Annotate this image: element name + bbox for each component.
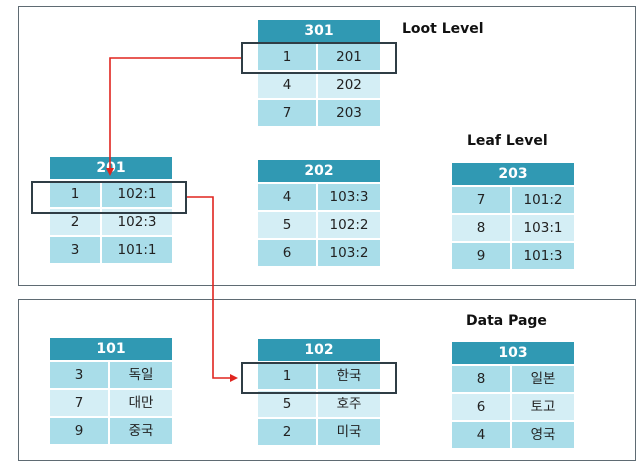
key-cell: 3 <box>50 237 102 263</box>
rid-cell: 102:2 <box>318 212 380 238</box>
highlight-data-row <box>241 362 397 394</box>
rid-cell: 101:2 <box>512 187 574 213</box>
leaf-level-label: Leaf Level <box>467 133 548 149</box>
page-title: 301 <box>258 20 380 42</box>
leaf-to-data-arrow <box>187 196 238 382</box>
key-cell: 7 <box>50 390 110 416</box>
rid-cell: 103:1 <box>512 215 574 241</box>
page-title: 103 <box>452 342 574 364</box>
page-title: 202 <box>258 160 380 182</box>
value-cell: 토고 <box>512 394 574 420</box>
highlight-leaf-row <box>31 181 187 214</box>
value-cell: 호주 <box>318 391 380 417</box>
pointer-cell: 202 <box>318 72 380 98</box>
key-cell: 9 <box>452 243 512 269</box>
key-cell: 8 <box>452 215 512 241</box>
value-cell: 대만 <box>110 390 172 416</box>
key-cell: 1 <box>258 363 318 389</box>
key-cell: 5 <box>258 391 318 417</box>
key-cell: 4 <box>258 184 318 210</box>
index-levels-frame <box>18 6 636 286</box>
key-cell: 2 <box>258 419 318 445</box>
key-cell: 8 <box>452 366 512 392</box>
value-cell: 한국 <box>318 363 380 389</box>
pointer-cell: 201 <box>318 44 380 70</box>
rid-cell: 101:1 <box>102 237 172 263</box>
key-cell: 7 <box>452 187 512 213</box>
pointer-cell: 203 <box>318 100 380 126</box>
data-page-frame <box>18 299 636 461</box>
value-cell: 일본 <box>512 366 574 392</box>
rid-cell: 103:2 <box>318 240 380 266</box>
page-title: 203 <box>452 163 574 185</box>
data-page-label: Data Page <box>466 313 547 329</box>
key-cell: 7 <box>258 100 318 126</box>
value-cell: 미국 <box>318 419 380 445</box>
page-title: 101 <box>50 338 172 360</box>
rid-cell: 102:1 <box>102 181 172 207</box>
key-cell: 4 <box>258 72 318 98</box>
highlight-root-row <box>241 42 397 74</box>
key-cell: 9 <box>50 418 110 444</box>
key-cell: 3 <box>50 362 110 388</box>
rid-cell: 101:3 <box>512 243 574 269</box>
key-cell: 1 <box>258 44 318 70</box>
rid-cell: 103:3 <box>318 184 380 210</box>
key-cell: 6 <box>258 240 318 266</box>
value-cell: 독일 <box>110 362 172 388</box>
page-title: 102 <box>258 339 380 361</box>
value-cell: 영국 <box>512 422 574 448</box>
value-cell: 중국 <box>110 418 172 444</box>
key-cell: 5 <box>258 212 318 238</box>
root-level-label: Loot Level <box>402 21 484 37</box>
root-to-leaf-arrow <box>106 57 241 176</box>
key-cell: 1 <box>50 181 102 207</box>
key-cell: 4 <box>452 422 512 448</box>
key-cell: 6 <box>452 394 512 420</box>
